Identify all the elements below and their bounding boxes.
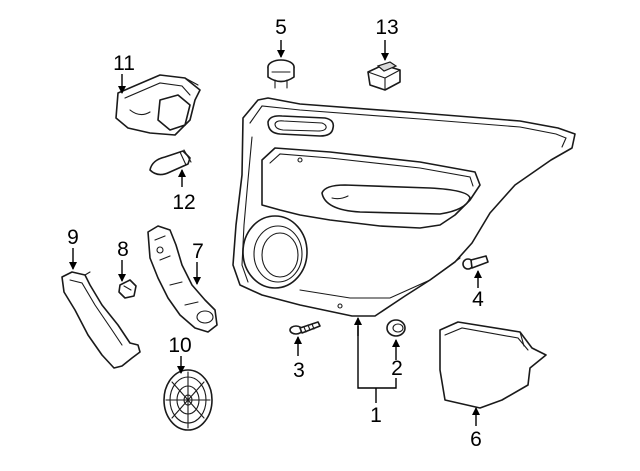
part-13-bracket	[367, 61, 401, 91]
callout-4: 4	[472, 288, 484, 311]
door-trim-panel	[232, 97, 576, 317]
callout-11: 11	[113, 52, 135, 75]
callout-6: 6	[470, 428, 482, 451]
part-10-speaker	[163, 369, 213, 431]
callout-labels: 5 13 11 12 9 8 7 10 3 2 4 1 6	[67, 16, 484, 451]
part-3-screw	[289, 321, 321, 335]
part-6-shield	[439, 321, 547, 409]
part-9-pull-handle	[61, 271, 141, 369]
callout-7: 7	[192, 240, 204, 263]
callout-1: 1	[370, 404, 382, 427]
part-5-clip	[267, 59, 295, 89]
part-11-handle-housing	[115, 74, 201, 136]
callout-10: 10	[168, 334, 191, 357]
callout-2: 2	[391, 357, 403, 380]
callout-5: 5	[275, 16, 287, 39]
leader-lines	[69, 40, 482, 426]
part-2-grommet	[386, 319, 406, 337]
part-8-bracket	[118, 279, 137, 299]
callout-12: 12	[172, 191, 195, 214]
part-7-bracket	[147, 225, 218, 333]
part-12-bulb	[149, 149, 192, 176]
part-4-plug	[462, 255, 489, 270]
callout-9: 9	[67, 226, 79, 249]
callout-3: 3	[293, 359, 305, 382]
callout-13: 13	[375, 16, 398, 39]
callout-8: 8	[117, 238, 129, 261]
